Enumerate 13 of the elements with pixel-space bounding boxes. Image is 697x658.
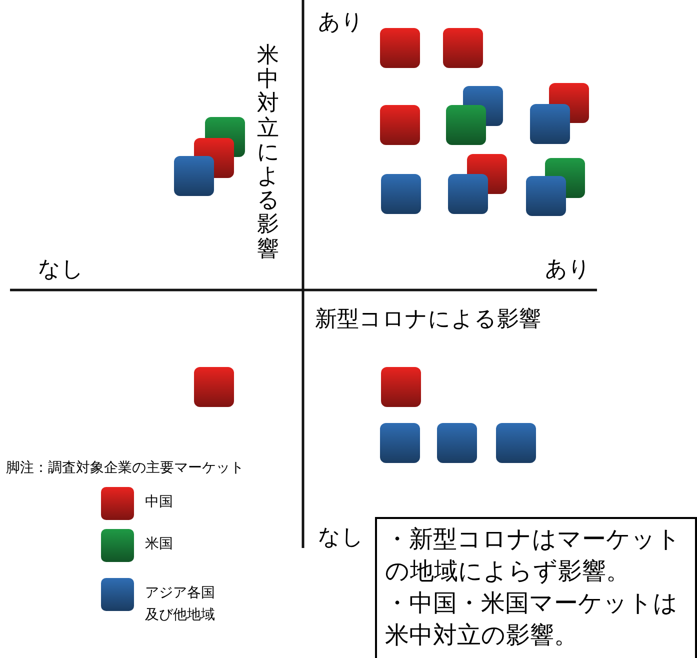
axis-label: あり bbox=[318, 9, 364, 37]
note-text: ・新型コロナはマーケットの地域によらず影響。 bbox=[385, 524, 682, 587]
legend-label: 米国 bbox=[145, 535, 174, 554]
legend-title: 脚注：調査対象企業の主要マーケット bbox=[6, 459, 244, 478]
note-box bbox=[375, 517, 697, 658]
axis-title: 新型コロナによる影響 bbox=[315, 306, 541, 334]
legend-label: アジア各国及び他地域 bbox=[145, 584, 216, 625]
legend-label: 中国 bbox=[145, 493, 174, 512]
axis-title: 米中対立による影響 bbox=[257, 44, 279, 262]
axis-label: なし bbox=[318, 524, 364, 552]
axis-label: あり bbox=[545, 256, 591, 284]
axis-label: なし bbox=[38, 256, 84, 284]
note-text: ・中国・米国マーケットは米中対立の影響。 bbox=[385, 588, 679, 651]
